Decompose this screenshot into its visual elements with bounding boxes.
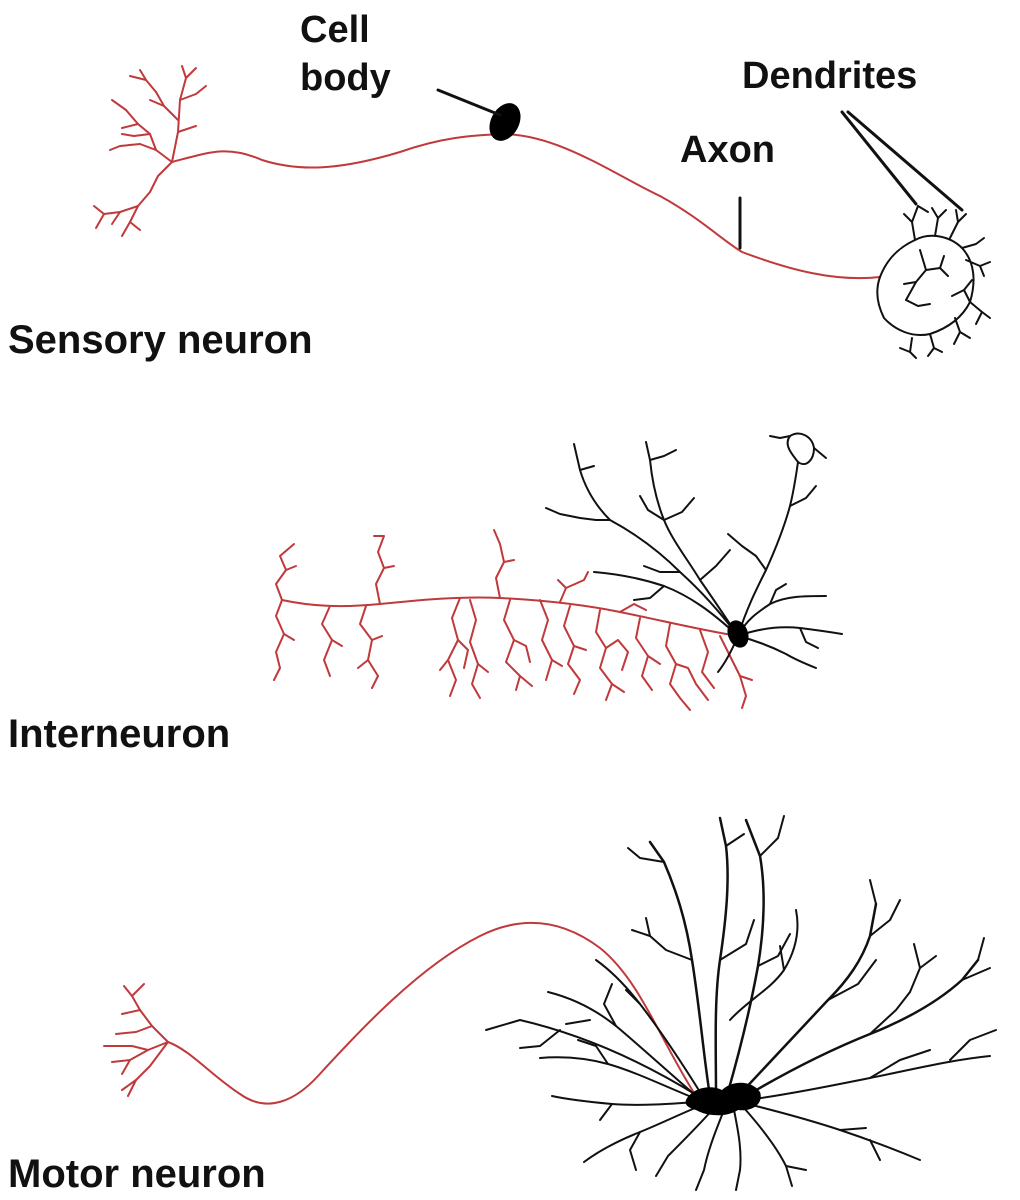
interneuron-cell-body [727, 620, 749, 648]
dendrites-pointer-2 [846, 110, 964, 212]
motor-neuron [103, 815, 997, 1191]
cell-body-label-line1: Cell [300, 9, 370, 51]
interneuron-title: Interneuron [8, 712, 231, 756]
sensory-dendrites [876, 205, 991, 359]
motor-axon-terminals [103, 983, 169, 1097]
sensory-axon [171, 133, 881, 280]
cell-body-pointer [436, 88, 502, 117]
cell-body-label-line2: body [300, 57, 391, 99]
callout-pointers [436, 88, 964, 250]
axon-label: Axon [680, 129, 775, 171]
interneuron-dendrites [545, 432, 843, 673]
dendrites-pointer-1 [840, 110, 918, 206]
sensory-peripheral-endings [93, 65, 207, 237]
interneuron-axon-arbor [273, 529, 753, 711]
motor-axon [167, 921, 697, 1105]
sensory-cell-body [489, 103, 521, 141]
motor-dendrites [485, 815, 997, 1191]
dendrites-label: Dendrites [742, 55, 918, 97]
motor-cell-body [685, 1082, 761, 1116]
sensory-neuron [93, 65, 991, 359]
interneuron [273, 432, 843, 711]
motor-neuron-title: Motor neuron [8, 1152, 266, 1196]
sensory-neuron-title: Sensory neuron [8, 318, 313, 362]
